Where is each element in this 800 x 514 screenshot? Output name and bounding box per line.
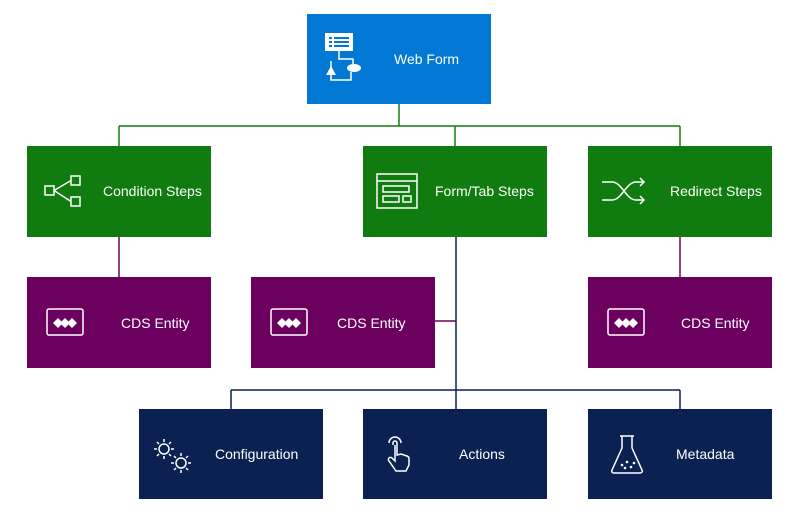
redirect-steps-node: Redirect Steps [588, 146, 772, 237]
form-tab-steps-label: Form/Tab Steps [435, 183, 534, 199]
web-form-icon [321, 30, 365, 84]
redirect-steps-label: Redirect Steps [670, 183, 762, 199]
condition-steps-label: Condition Steps [103, 183, 202, 199]
cds-entity-right-label: CDS Entity [681, 315, 750, 331]
cds-entity-middle-node: CDS Entity [251, 277, 435, 368]
condition-steps-node: Condition Steps [27, 146, 211, 237]
cds-entity-left-node: CDS Entity [27, 277, 211, 368]
actions-label: Actions [459, 446, 505, 462]
cds-entity-left-label: CDS Entity [121, 315, 190, 331]
configuration-node: Configuration [139, 409, 323, 499]
flask-icon [610, 433, 644, 475]
metadata-label: Metadata [676, 446, 735, 462]
form-tab-steps-node: Form/Tab Steps [363, 146, 547, 237]
gears-icon [151, 437, 195, 475]
green-connectors [118, 104, 681, 146]
purple-connectors [118, 237, 681, 322]
web-form-label: Web Form [394, 51, 460, 67]
web-form-node: Web Form [307, 14, 491, 104]
navy-connectors [230, 237, 681, 409]
touch-icon [383, 433, 415, 475]
entity-icon [45, 307, 85, 337]
entity-icon [606, 307, 646, 337]
form-icon [375, 172, 419, 210]
entity-icon [269, 307, 309, 337]
metadata-node: Metadata [588, 409, 772, 499]
configuration-label: Configuration [215, 446, 299, 462]
branch-icon [43, 174, 83, 208]
cds-entity-right-node: CDS Entity [588, 277, 772, 368]
cds-entity-middle-label: CDS Entity [337, 315, 406, 331]
shuffle-icon [600, 174, 648, 208]
actions-node: Actions [363, 409, 547, 499]
